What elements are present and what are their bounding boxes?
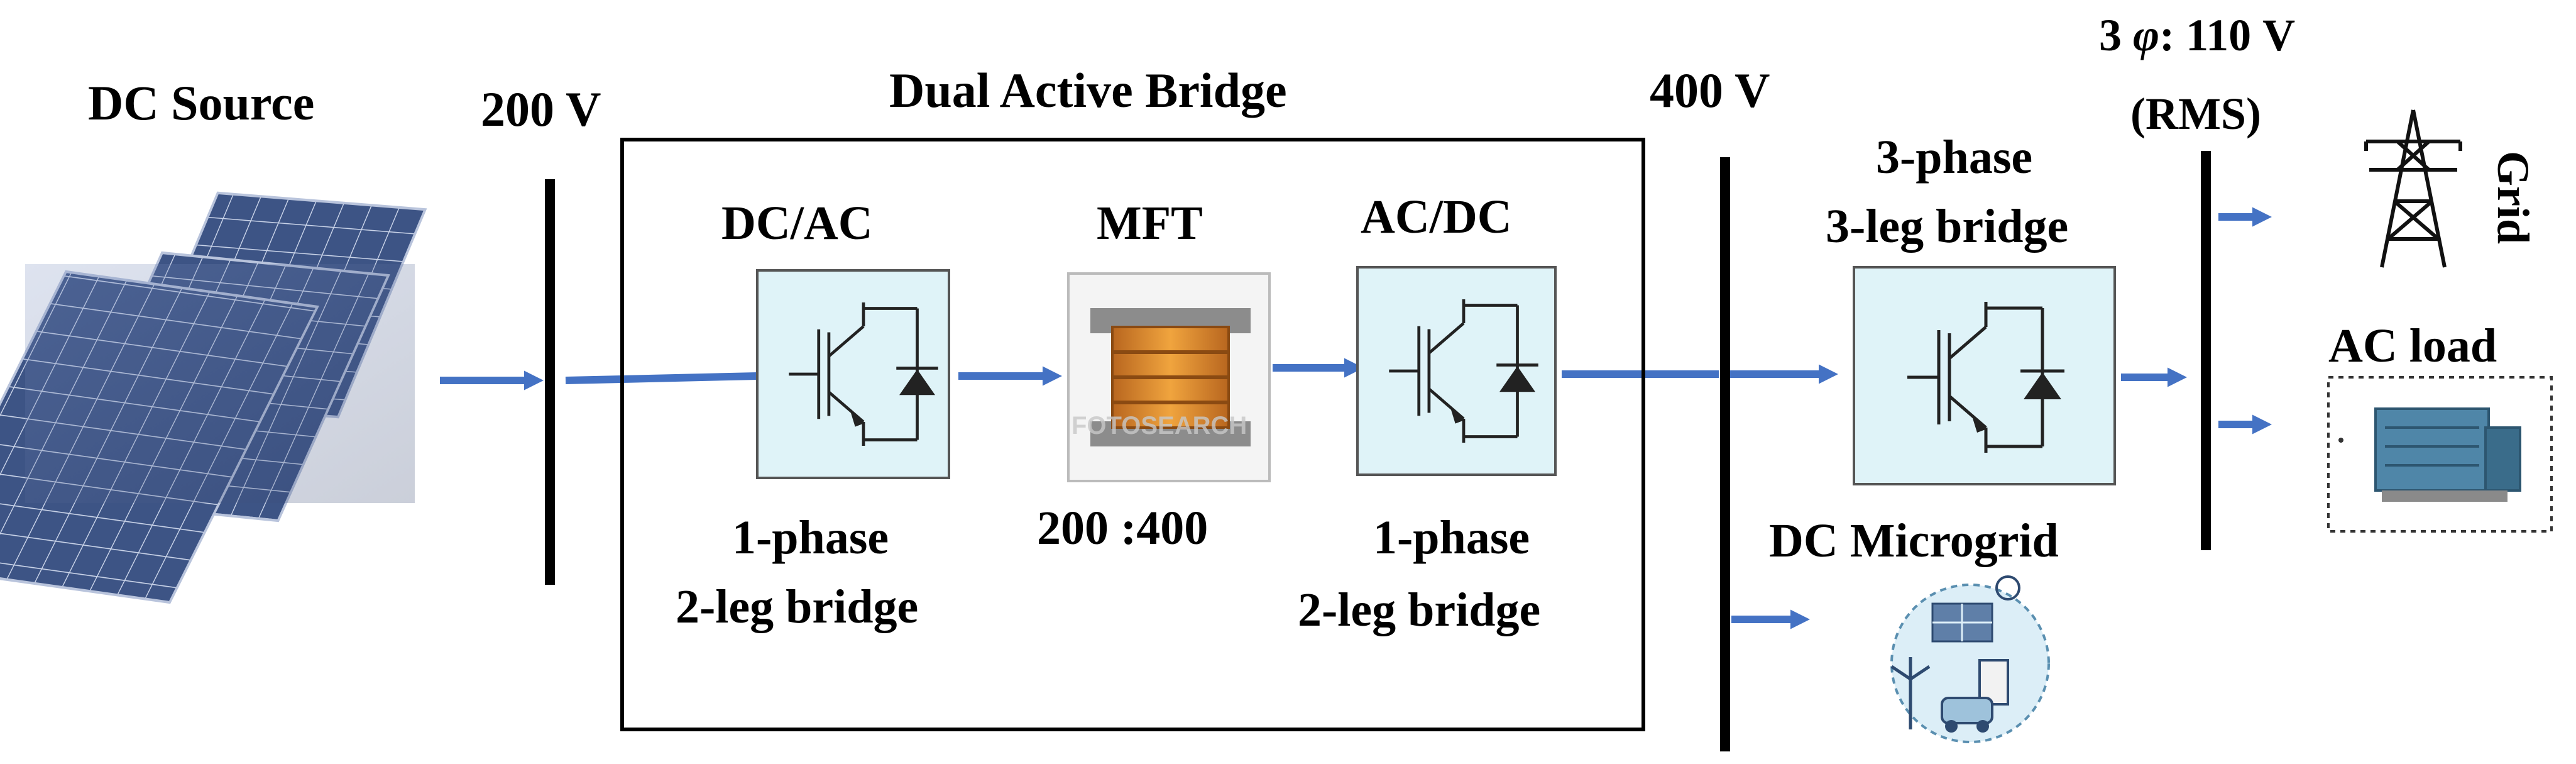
dc-microgrid-label: DC Microgrid xyxy=(1769,514,2059,567)
three-phase-voltage-label: 3 φ: 110 V xyxy=(2099,10,2295,60)
three-phase-converter xyxy=(1853,266,2116,485)
mft-label: MFT xyxy=(1097,197,1203,250)
line-bus-to-dcac xyxy=(565,372,758,384)
three-phase-bridge-line1: 3-phase xyxy=(1876,131,2032,184)
transmission-tower-icon xyxy=(2364,109,2462,268)
microgrid-icon xyxy=(1890,575,2050,743)
transformer-icon: FOTOSEARCH xyxy=(1067,272,1271,482)
three-phase-bridge-line2: 3-leg bridge xyxy=(1826,200,2068,253)
dcac-converter xyxy=(756,269,950,479)
acdc-converter xyxy=(1356,266,1557,476)
dcac-bridge-line2: 2-leg bridge xyxy=(676,580,918,633)
dc-source-label: DC Source xyxy=(88,75,314,130)
bus-400v-label: 400 V xyxy=(1650,63,1770,118)
grid-label: Grid xyxy=(2488,151,2538,244)
bus-200v-label: 200 V xyxy=(481,82,601,136)
rms-label: (RMS) xyxy=(2130,89,2261,139)
turns-ratio-label: 200 :400 xyxy=(1037,502,1208,555)
dual-active-bridge-label: Dual Active Bridge xyxy=(889,63,1287,118)
motor-load-icon xyxy=(2327,376,2553,533)
dcac-label: DC/AC xyxy=(721,197,873,250)
acdc-label: AC/DC xyxy=(1361,191,1512,243)
dual-active-bridge-box xyxy=(620,138,1645,731)
dcac-bridge-line1: 1-phase xyxy=(732,511,889,564)
acdc-bridge-line2: 2-leg bridge xyxy=(1298,584,1540,636)
acdc-bridge-line1: 1-phase xyxy=(1373,511,1530,564)
solar-panel-array-icon xyxy=(0,191,427,604)
ac-load-label: AC load xyxy=(2328,319,2497,372)
watermark-text: FOTOSEARCH xyxy=(1072,412,1247,440)
